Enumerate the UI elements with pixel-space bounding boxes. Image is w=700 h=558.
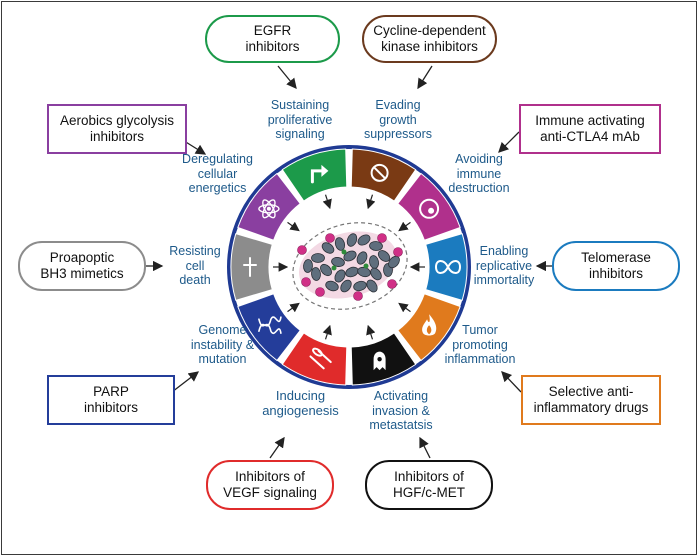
telomerase-inhibitors-box: Telomerase inhibitors [552,241,680,291]
connector-arrow [419,436,431,459]
immune-cell [353,291,363,301]
label-invasion: Activating invasion & metastatsis [369,389,433,432]
tumor-cell [356,251,368,265]
label-genome: Genome instability & mutation [190,323,255,366]
tumor-cell [334,237,346,251]
tumor-cell [353,280,367,292]
label-death: Resisting cell death [169,244,221,287]
infinity-icon [434,260,462,274]
tumor-cell [311,267,321,281]
stromal-cell [363,263,369,269]
ctla4-box: Immune activating anti-CTLA4 mAb [519,104,661,154]
connector-arrow [501,371,522,393]
outer-ring [227,145,471,389]
inner-arrows [273,194,425,340]
tumor-cell [311,253,325,263]
tumor-cell [303,259,313,273]
tumor-cell [325,280,339,292]
label-angiogenesis: Inducing angiogenesis [262,388,339,418]
label-growth: Evading growth suppressors [363,98,433,141]
label-replicative: Enabling replicative immortality [473,244,535,287]
connector-arrow [171,371,200,393]
segment-death [230,233,273,301]
inner-arrow [366,324,376,340]
tumor-cell [369,241,383,251]
outer-arrows [146,65,552,459]
inner-arrow [366,194,376,210]
immune-cell [297,245,307,255]
tumor-cell [343,250,357,262]
label-inflammation: Tumor promoting inflammation [444,323,516,366]
tumor-cell [320,263,332,277]
anti-inflammatory-box: Selective anti- inflammatory drugs [521,375,661,425]
glycolysis-box: Aerobics glycolysis inhibitors [47,104,187,154]
tumor-cell [370,267,382,281]
dna-icon [258,316,282,334]
cross-icon [243,257,257,277]
connector-arrow [417,65,433,90]
immune-cell [301,277,311,287]
tumor-cell [346,233,358,247]
no-entry-icon [370,163,389,182]
egfr-inhibitors-box: EGFR inhibitors [205,15,340,63]
inner-arrow [322,324,332,340]
inner-arrow [287,221,300,232]
bh3-mimetics-box: Proapoptic BH3 mimetics [18,241,146,291]
tumor-cell [366,279,378,293]
stromal-cell [341,249,347,255]
parp-box: PARP inhibitors [47,375,175,425]
inner-arrow [322,194,332,210]
arrow-up-right-icon [310,164,329,184]
connector-arrow [269,436,285,459]
inner-arrow [287,302,300,313]
tumor-cell [357,234,371,246]
label-immune: Avoiding immune destruction [448,152,510,195]
tumor-cell [334,269,346,283]
immune-cell [393,247,403,257]
immune-cell [315,287,325,297]
connector-arrow [277,65,297,90]
inner-arrow [398,302,411,313]
tumor-illustration [292,222,408,310]
immune-cell [377,233,387,243]
tumor-cell [331,257,345,267]
label-proliferative: Sustaining proliferative signaling [267,98,333,141]
label-energetics: Deregulating cellular energetics [182,152,253,195]
atom-icon [258,199,280,219]
connector-arrow [498,131,520,153]
ghost-cell-icon [373,351,386,371]
inner-arrow [398,221,411,232]
tumor-cell [388,255,400,269]
vegf-box: Inhibitors of VEGF signaling [206,460,334,510]
immune-cell-icon [419,198,440,219]
immune-cell [387,279,397,289]
stromal-cell [331,265,337,271]
hgf-cmet-box: Inhibitors of HGF/c-MET [365,460,493,510]
tumor-cell [340,279,352,293]
flame-icon [422,314,437,336]
cdk-inhibitors-box: Cycline-dependent kinase inhibitors [362,15,497,63]
vessel-icon [309,347,332,370]
immune-cell [325,233,335,243]
tumor-cell [321,242,335,254]
tumor-cell [377,250,391,262]
